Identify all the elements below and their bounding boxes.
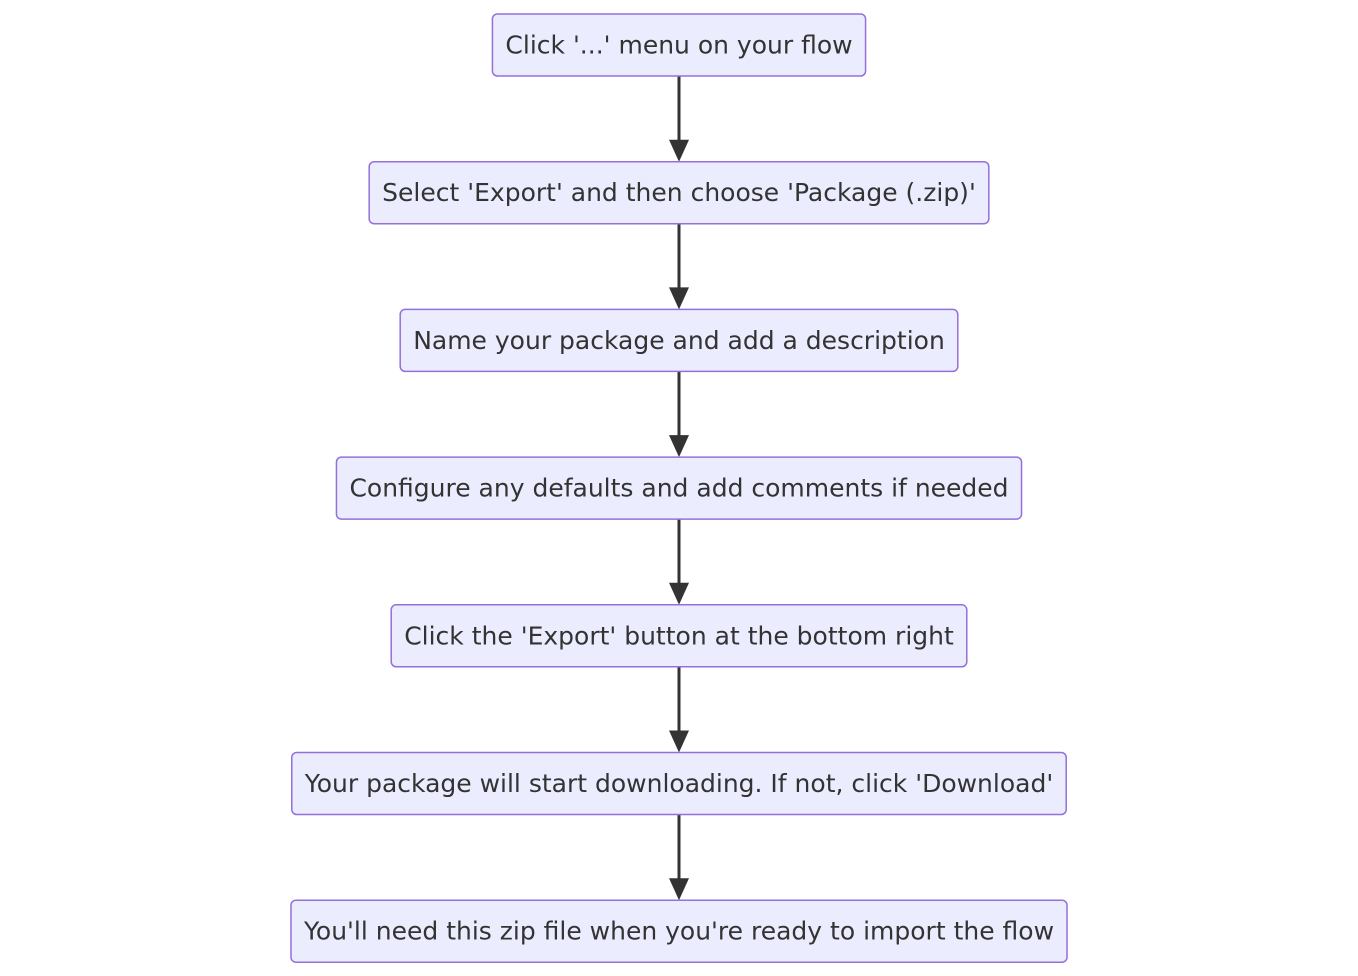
flow-step-4: Configure any defaults and add comments … xyxy=(335,456,1023,520)
flow-step-label: Your package will start downloading. If … xyxy=(304,769,1053,798)
arrow-head-icon xyxy=(669,139,689,162)
flow-arrow-1 xyxy=(669,76,689,162)
arrow-head-icon xyxy=(669,435,689,458)
flow-step-label: Click the 'Export' button at the bottom … xyxy=(404,621,954,650)
flow-arrow-2 xyxy=(669,223,689,310)
flow-step-box xyxy=(290,899,1068,963)
arrow-head-icon xyxy=(669,287,689,310)
edges-layer xyxy=(669,76,689,901)
arrow-head-icon xyxy=(669,878,689,901)
arrow-head-icon xyxy=(669,730,689,753)
flow-step-6: Your package will start downloading. If … xyxy=(291,751,1067,816)
flow-step-1: Click '...' menu on your flow xyxy=(491,13,867,77)
flow-step-box xyxy=(291,751,1067,816)
flow-step-box xyxy=(399,308,959,373)
flow-step-3: Name your package and add a description xyxy=(399,308,959,373)
flow-step-box xyxy=(368,160,990,225)
flow-step-label: Name your package and add a description xyxy=(413,326,945,355)
flow-step-label: You'll need this zip file when you're re… xyxy=(303,917,1054,946)
flow-step-box xyxy=(335,456,1023,520)
flow-step-label: Click '...' menu on your flow xyxy=(505,31,852,60)
flow-arrow-5 xyxy=(669,666,689,753)
flow-step-2: Select 'Export' and then choose 'Package… xyxy=(368,160,990,225)
flow-step-label: Configure any defaults and add comments … xyxy=(349,474,1008,503)
flow-step-label: Select 'Export' and then choose 'Package… xyxy=(382,178,976,207)
flow-arrow-4 xyxy=(669,519,689,605)
flow-step-7: You'll need this zip file when you're re… xyxy=(290,899,1068,963)
flow-arrow-6 xyxy=(669,814,689,901)
arrow-head-icon xyxy=(669,582,689,605)
flow-arrow-3 xyxy=(669,371,689,458)
flow-step-5: Click the 'Export' button at the bottom … xyxy=(390,604,968,668)
flow-step-box xyxy=(390,604,968,668)
flow-step-box xyxy=(491,13,867,77)
